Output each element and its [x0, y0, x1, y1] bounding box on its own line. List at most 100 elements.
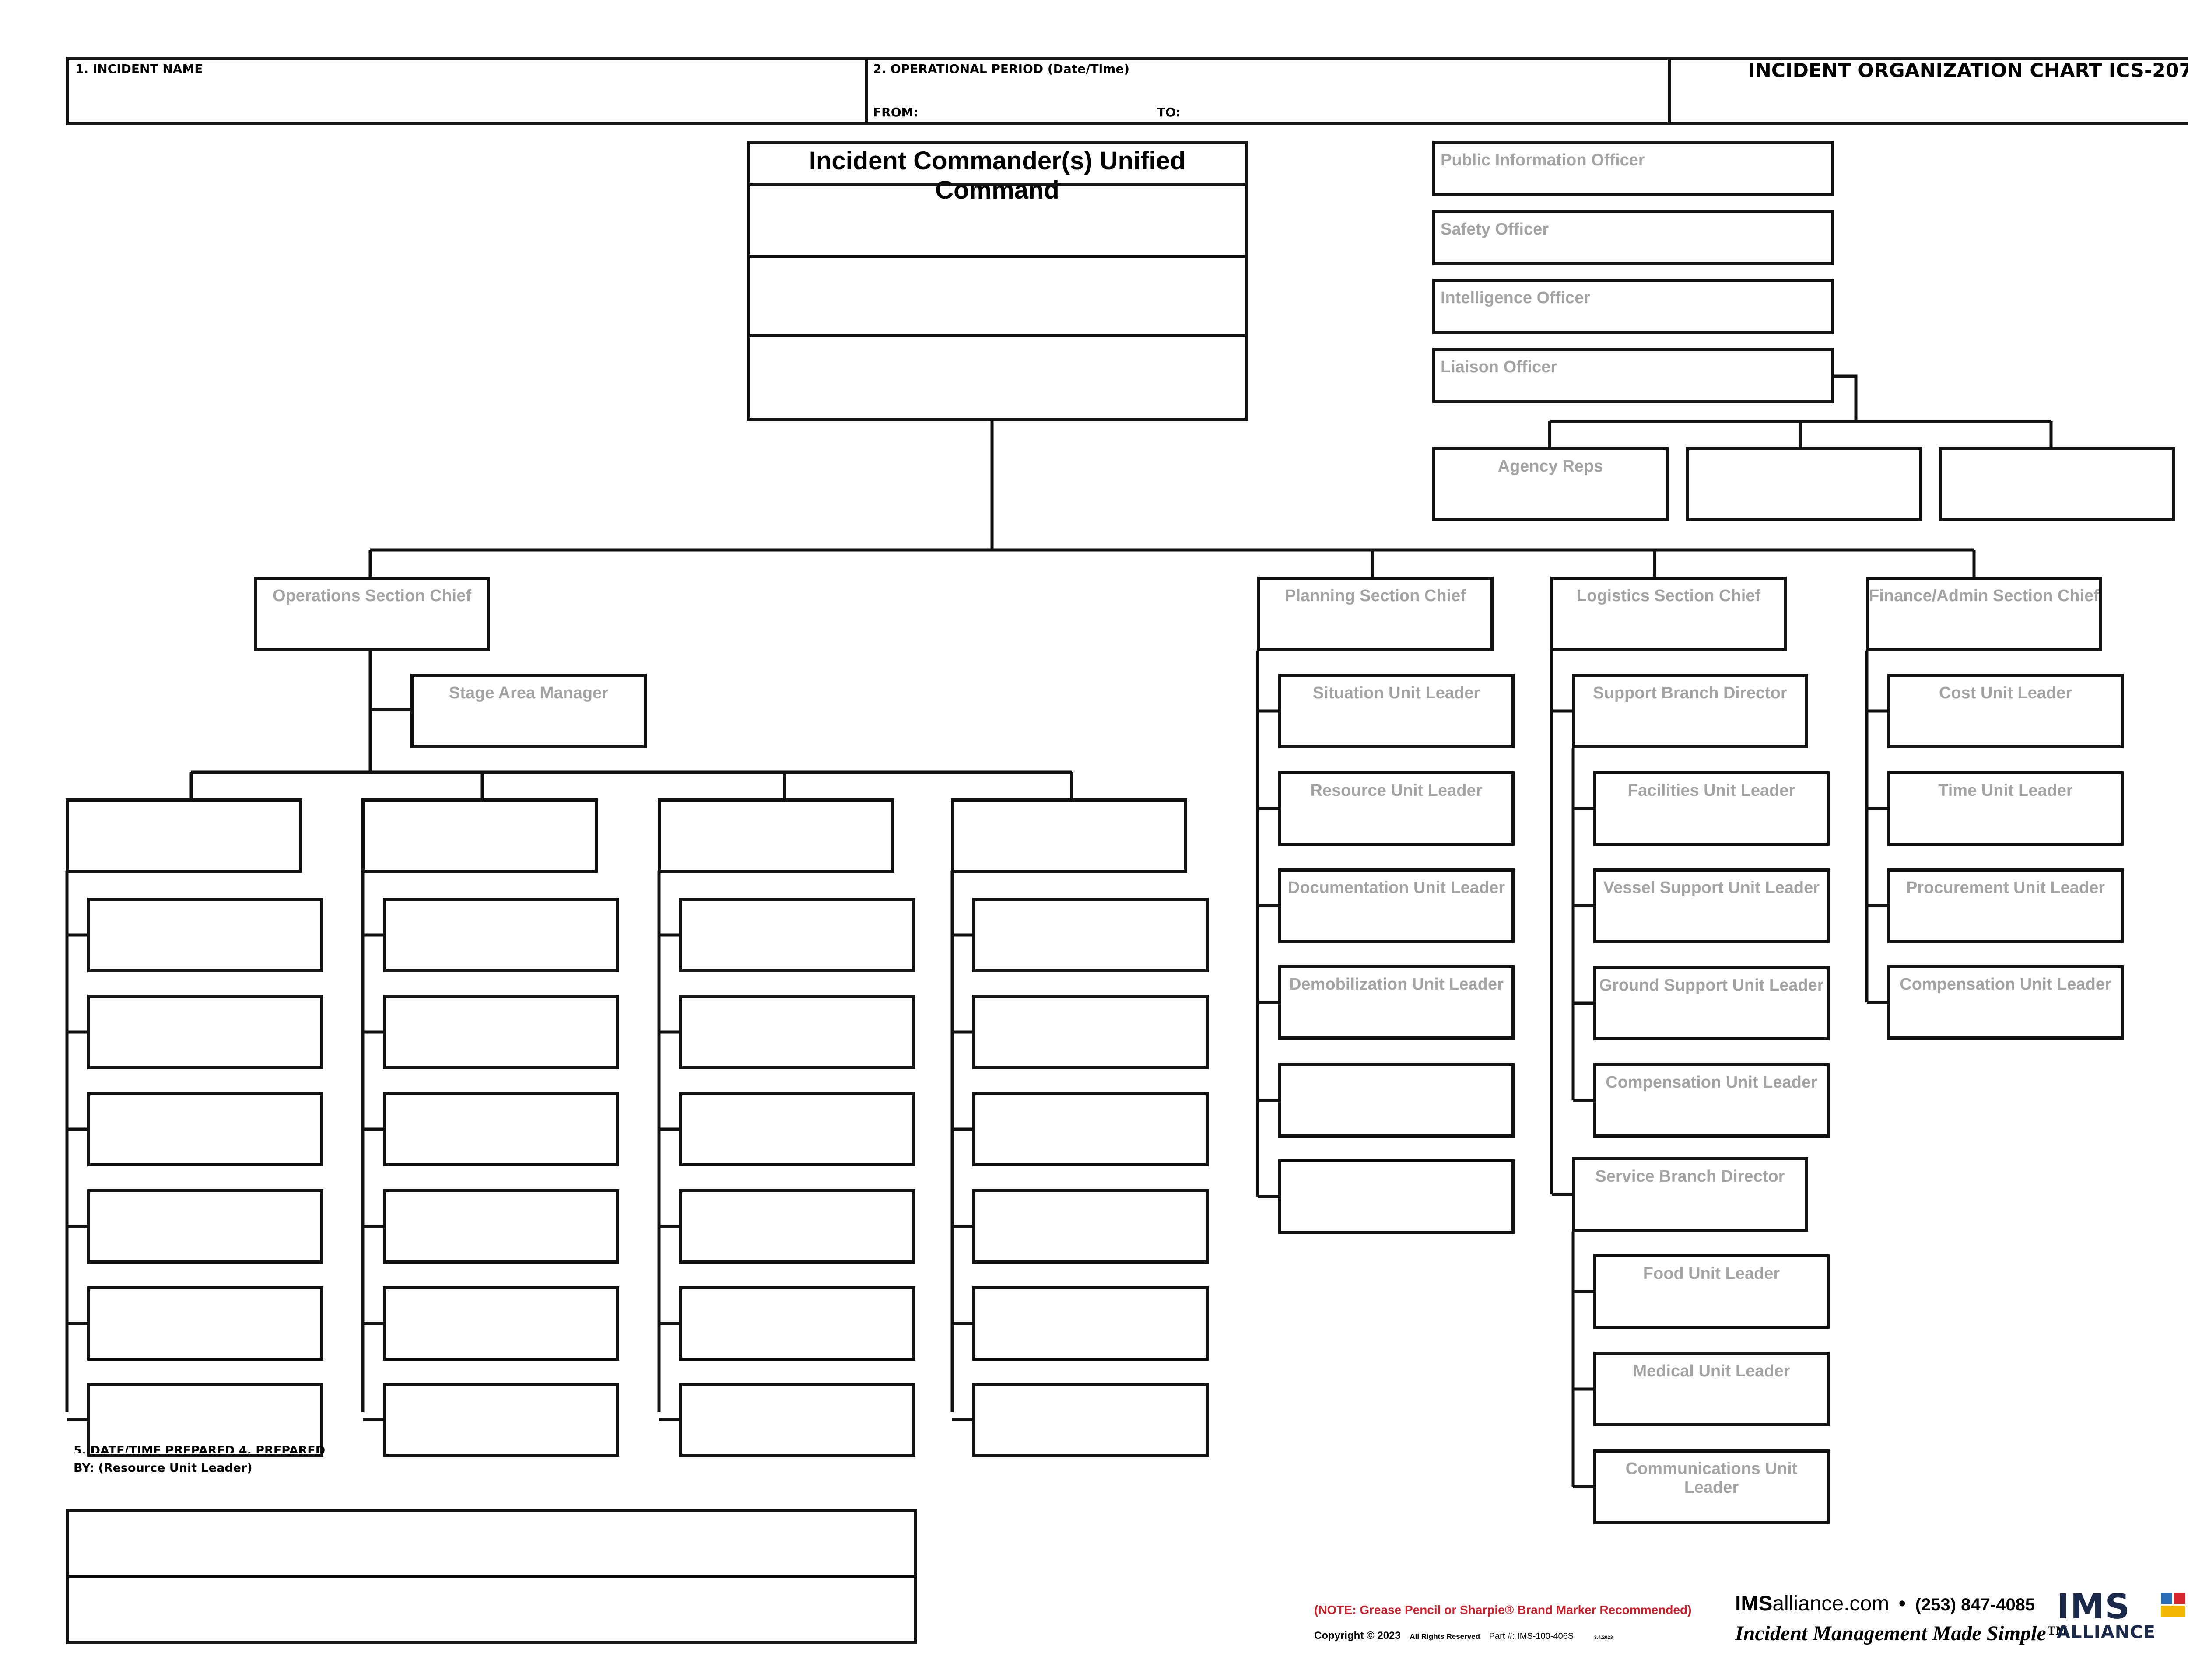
- incident-name-field[interactable]: [70, 79, 862, 120]
- prepared-by-field[interactable]: [69, 1578, 914, 1641]
- operations-section-chief-box[interactable]: Operations Section Chief: [254, 577, 490, 651]
- time-unit-leader-box[interactable]: Time Unit Leader: [1887, 771, 2124, 846]
- bullet: •: [1898, 1592, 1906, 1615]
- situation-unit-label: Situation Unit Leader: [1312, 684, 1480, 702]
- copyright: Copyright © 2023 All Rights Reserved Par…: [1314, 1630, 1613, 1642]
- operations-division-box-4-1[interactable]: [972, 898, 1209, 972]
- form-header: [66, 57, 2188, 125]
- medical-unit-leader-box[interactable]: Medical Unit Leader: [1593, 1352, 1830, 1426]
- safety-officer-box[interactable]: Safety Officer: [1432, 210, 1834, 265]
- operations-branch-box-1[interactable]: [66, 798, 302, 873]
- agency-rep-box-3[interactable]: [1939, 447, 2175, 522]
- logo-square-yellow: [2161, 1606, 2185, 1617]
- facilities-unit-label: Facilities Unit Leader: [1627, 781, 1795, 800]
- operations-division-box-2-4[interactable]: [383, 1189, 619, 1264]
- documentation-unit-leader-box[interactable]: Documentation Unit Leader: [1278, 868, 1515, 943]
- copyright-text: Copyright © 2023: [1314, 1630, 1401, 1642]
- operations-division-box-1-3[interactable]: [87, 1092, 323, 1166]
- food-unit-leader-box[interactable]: Food Unit Leader: [1593, 1254, 1830, 1329]
- finance-compensation-unit-leader-box[interactable]: Compensation Unit Leader: [1887, 965, 2124, 1040]
- logistics-compensation-unit-leader-box[interactable]: Compensation Unit Leader: [1593, 1063, 1830, 1138]
- situation-unit-leader-box[interactable]: Situation Unit Leader: [1278, 674, 1515, 748]
- website-bold: IMS: [1735, 1592, 1773, 1615]
- part-number: Part #: IMS-100-406S: [1489, 1631, 1574, 1641]
- operations-branch-box-2[interactable]: [361, 798, 598, 873]
- ground-support-unit-leader-box[interactable]: Ground Support Unit Leader: [1593, 966, 1830, 1040]
- logistics-section-chief-box[interactable]: Logistics Section Chief: [1550, 577, 1787, 651]
- operations-division-box-2-5[interactable]: [383, 1286, 619, 1361]
- operations-division-box-3-6[interactable]: [679, 1382, 915, 1457]
- operations-division-box-2-3[interactable]: [383, 1092, 619, 1166]
- from-label: FROM:: [873, 105, 919, 119]
- stage-area-manager-label: Stage Area Manager: [449, 684, 608, 702]
- vessel-support-unit-leader-box[interactable]: Vessel Support Unit Leader: [1593, 868, 1830, 943]
- facilities-unit-leader-box[interactable]: Facilities Unit Leader: [1593, 771, 1830, 846]
- operations-division-box-3-2[interactable]: [679, 995, 915, 1069]
- food-unit-label: Food Unit Leader: [1643, 1264, 1780, 1283]
- support-branch-director-box[interactable]: Support Branch Director: [1572, 674, 1808, 748]
- operations-division-box-4-6[interactable]: [972, 1382, 1209, 1457]
- operations-division-box-3-3[interactable]: [679, 1092, 915, 1166]
- demobilization-unit-label: Demobilization Unit Leader: [1289, 975, 1504, 994]
- planning-unit-blank-1[interactable]: [1278, 1063, 1515, 1138]
- date-time-prepared-field[interactable]: [69, 1512, 914, 1575]
- marker-note: (NOTE: Grease Pencil or Sharpie® Brand M…: [1314, 1603, 1692, 1617]
- operations-division-box-4-2[interactable]: [972, 995, 1209, 1069]
- operations-division-box-2-6[interactable]: [383, 1382, 619, 1457]
- ic-divider-1: [747, 183, 1248, 186]
- operations-division-box-4-4[interactable]: [972, 1189, 1209, 1264]
- communications-unit-label: Communications Unit Leader: [1625, 1460, 1798, 1497]
- to-field[interactable]: [1186, 100, 1663, 122]
- version-text: 3.4.2023: [1594, 1635, 1613, 1640]
- communications-unit-leader-box[interactable]: Communications Unit Leader: [1593, 1449, 1830, 1524]
- prepared-label-line-1: 5. DATE/TIME PREPARED 4. PREPARED: [74, 1445, 326, 1453]
- agency-rep-box-2[interactable]: [1686, 447, 1922, 522]
- operations-division-box-1-1[interactable]: [87, 898, 323, 972]
- procurement-unit-leader-box[interactable]: Procurement Unit Leader: [1887, 868, 2124, 943]
- procurement-unit-label: Procurement Unit Leader: [1906, 878, 2105, 897]
- intelligence-officer-box[interactable]: Intelligence Officer: [1432, 279, 1834, 334]
- operations-division-box-4-5[interactable]: [972, 1286, 1209, 1361]
- from-field[interactable]: [919, 100, 1147, 122]
- agency-reps-label: Agency Reps: [1497, 457, 1603, 476]
- planning-section-chief-box[interactable]: Planning Section Chief: [1257, 577, 1494, 651]
- operations-division-box-2-1[interactable]: [383, 898, 619, 972]
- ic-name-field-2[interactable]: [750, 258, 1245, 334]
- public-information-officer-box[interactable]: Public Information Officer: [1432, 141, 1834, 196]
- operations-division-box-3-5[interactable]: [679, 1286, 915, 1361]
- ic-name-field-1[interactable]: [750, 186, 1245, 255]
- cost-unit-leader-box[interactable]: Cost Unit Leader: [1887, 674, 2124, 748]
- finance-admin-section-chief-box[interactable]: Finance/Admin Section Chief: [1866, 577, 2102, 651]
- operations-branch-box-4[interactable]: [951, 798, 1187, 873]
- operations-branch-box-3[interactable]: [658, 798, 894, 873]
- operations-division-box-2-2[interactable]: [383, 995, 619, 1069]
- operations-division-box-3-4[interactable]: [679, 1189, 915, 1264]
- liaison-officer-box[interactable]: Liaison Officer: [1432, 348, 1834, 403]
- operations-division-box-3-1[interactable]: [679, 898, 915, 972]
- agency-reps-box[interactable]: Agency Reps: [1432, 447, 1669, 522]
- ims-alliance-logo: IMS ALLIANCE ®: [2057, 1587, 2188, 1644]
- logistics-compensation-unit-label: Compensation Unit Leader: [1606, 1073, 1817, 1092]
- prepared-divider: [66, 1575, 917, 1578]
- stage-area-manager-box[interactable]: Stage Area Manager: [410, 674, 647, 748]
- operational-period-label: 2. OPERATIONAL PERIOD (Date/Time): [873, 62, 1130, 76]
- planning-unit-blank-2[interactable]: [1278, 1159, 1515, 1234]
- logo-square-blue: [2161, 1592, 2172, 1604]
- incident-commander-box: [747, 141, 1248, 421]
- operations-division-box-1-5[interactable]: [87, 1286, 323, 1361]
- operations-division-box-1-2[interactable]: [87, 995, 323, 1069]
- resource-unit-leader-box[interactable]: Resource Unit Leader: [1278, 771, 1515, 846]
- logo-square-red: [2174, 1592, 2185, 1604]
- vessel-support-unit-label: Vessel Support Unit Leader: [1603, 878, 1820, 897]
- tagline: Incident Management Made Simple™: [1735, 1622, 2067, 1645]
- operations-division-box-1-4[interactable]: [87, 1189, 323, 1264]
- prepared-label-line-2: BY: (Resource Unit Leader): [74, 1461, 252, 1475]
- service-branch-director-box[interactable]: Service Branch Director: [1572, 1157, 1808, 1232]
- operations-division-box-4-3[interactable]: [972, 1092, 1209, 1166]
- ic-name-field-3[interactable]: [750, 337, 1245, 418]
- ic-divider-3: [747, 334, 1248, 337]
- demobilization-unit-leader-box[interactable]: Demobilization Unit Leader: [1278, 965, 1515, 1040]
- rights-text: All Rights Reserved: [1410, 1632, 1480, 1641]
- operations-division-box-1-6[interactable]: [87, 1382, 323, 1457]
